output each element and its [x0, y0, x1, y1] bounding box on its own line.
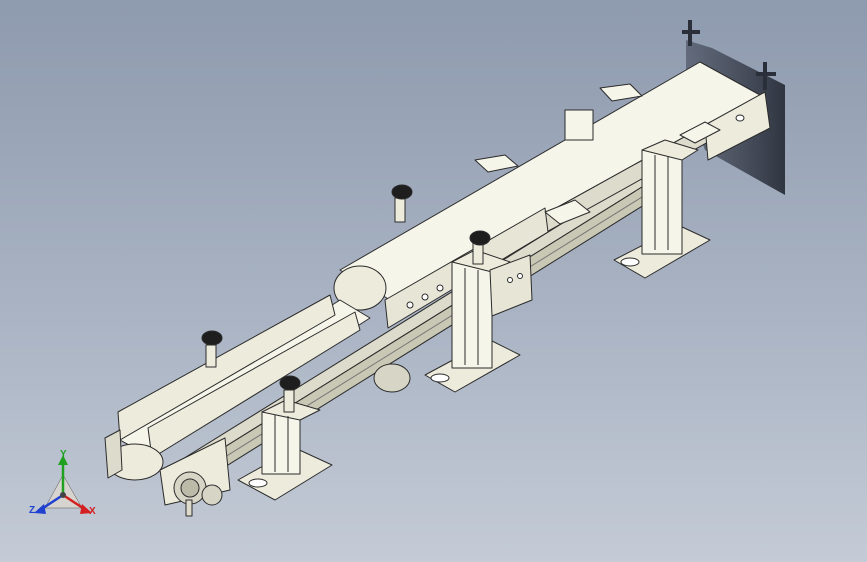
- adjuster-knob-3: [201, 330, 223, 368]
- triad-label-x: X: [89, 506, 96, 517]
- assembly-geometry: [104, 61, 771, 517]
- front-end-plate: [104, 429, 123, 479]
- far-end-pad: [679, 121, 721, 144]
- guide-pad-1: [474, 154, 519, 173]
- upper-belt-end-roller: [333, 265, 387, 311]
- axis-triad: [34, 455, 92, 514]
- lower-frame-rail: [164, 174, 651, 479]
- adjuster-knob-1: [391, 184, 413, 223]
- bracket-plate: [489, 254, 533, 317]
- adjuster-knob-2: [469, 230, 491, 265]
- support-stand-3: [613, 139, 711, 279]
- support-stand-2: [424, 249, 521, 393]
- triad-label-y: Y: [60, 449, 67, 460]
- far-end-plate: [704, 91, 771, 161]
- guide-pad-2: [599, 83, 643, 102]
- adjuster-knob-4: [279, 375, 301, 413]
- guide-pad-3: [544, 199, 591, 225]
- support-post-small: [564, 109, 594, 141]
- gearbox: [373, 363, 411, 393]
- triad-label-z: Z: [29, 505, 36, 516]
